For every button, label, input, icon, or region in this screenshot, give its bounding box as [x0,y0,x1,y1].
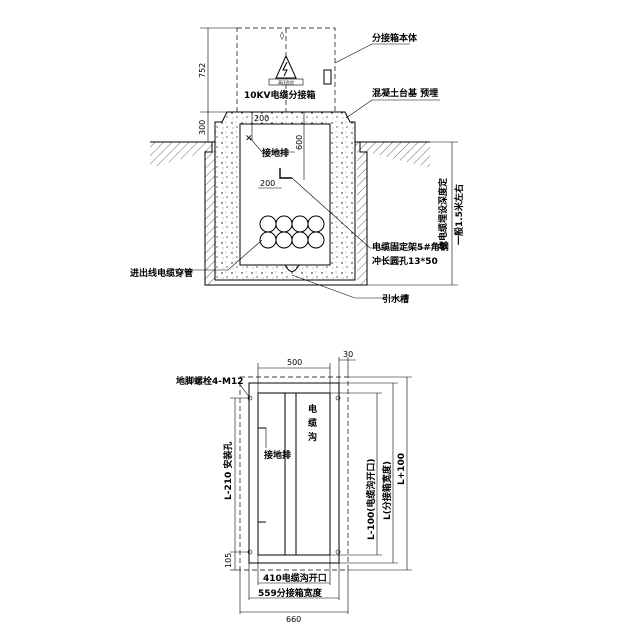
dim-105: 105 [224,553,233,568]
cabinet-symbol: ◊ [280,31,284,40]
high-voltage-warning-icon: 高压危险 [268,54,304,86]
ground-bar-label-elev: 接地排 [262,147,289,159]
cabinet-handle [323,69,332,85]
dim-500: 500 [287,358,302,367]
dim-30: 30 [343,350,353,359]
dim-300: 300 [198,120,207,135]
mount-hole-label: L-210 安装孔 [222,442,234,500]
conduit-label: 进出线电缆穿管 [130,267,193,279]
trench-label-0: 电 [308,403,317,415]
dim-200-top: 200 [254,114,269,123]
drain-label: 引水槽 [382,293,409,305]
foundation-label: 混凝土台基 预埋 [372,87,438,99]
elevation-view: 高压危险 ◊ 10KV电缆分接箱 ✕ 752 300 200 [130,27,465,305]
soil-hatching-right [340,142,430,285]
dim-200-mid: 200 [260,179,275,188]
ground-bar-mark: ✕ [245,134,253,144]
trench-opening-plan [257,392,331,556]
angle-steel-bracket [279,168,292,179]
trench-label-2: 沟 [308,431,317,443]
cabinet-name-label: 10KV电缆分接箱 [244,89,315,101]
leader-ground-bar [249,137,295,153]
warning-sign-text: 高压危险 [278,79,294,85]
cabinet-body-label: 分接箱本体 [372,32,418,44]
trench-length-label: L-100(电缆沟开口) [365,459,377,540]
cabinet-length-label: L(分接箱宽度) [381,461,393,520]
soil-hatching-left [150,142,215,285]
foundation-inner-cavity [239,123,331,266]
leader-cabinet-body [334,43,410,64]
leader-bracket [291,177,440,249]
excavation-outline [204,142,368,286]
trench-opening-label: 410电缆沟开口 [263,572,327,584]
depth-note-line2: 一般1.5米左右 [453,184,465,245]
dim-752: 752 [198,63,207,78]
leader-foundation [345,99,440,119]
leader-drain [291,274,400,299]
plan-view: 电 缆 沟 接地排 500 30 地脚螺栓4-M12 L-210 安装孔 105… [176,350,412,624]
slot-label: 冲长圆孔13*50 [372,255,438,267]
depth-note-line1: 依电缆埋设深度定 [437,177,449,250]
dim-600: 600 [295,135,304,150]
concrete-foundation [214,111,356,281]
anchor-bolt-icons [247,395,341,555]
anchor-bolt-label: 地脚螺栓4-M12 [176,375,243,387]
cabinet-outline-plan [248,382,340,564]
ground-bar-label-plan: 接地排 [264,449,291,461]
bracket-label: 电缆固定架5#角钢 [372,241,449,253]
cable-conduits [259,215,325,249]
foundation-outline-plan [239,376,349,571]
cabinet-width-label: 559分接箱宽度 [258,587,323,599]
total-length-label: L+100 [397,453,407,485]
leader-conduit [190,239,263,271]
dim-660: 660 [286,615,301,624]
drain-notch [284,264,300,272]
trench-label-1: 缆 [308,417,317,429]
